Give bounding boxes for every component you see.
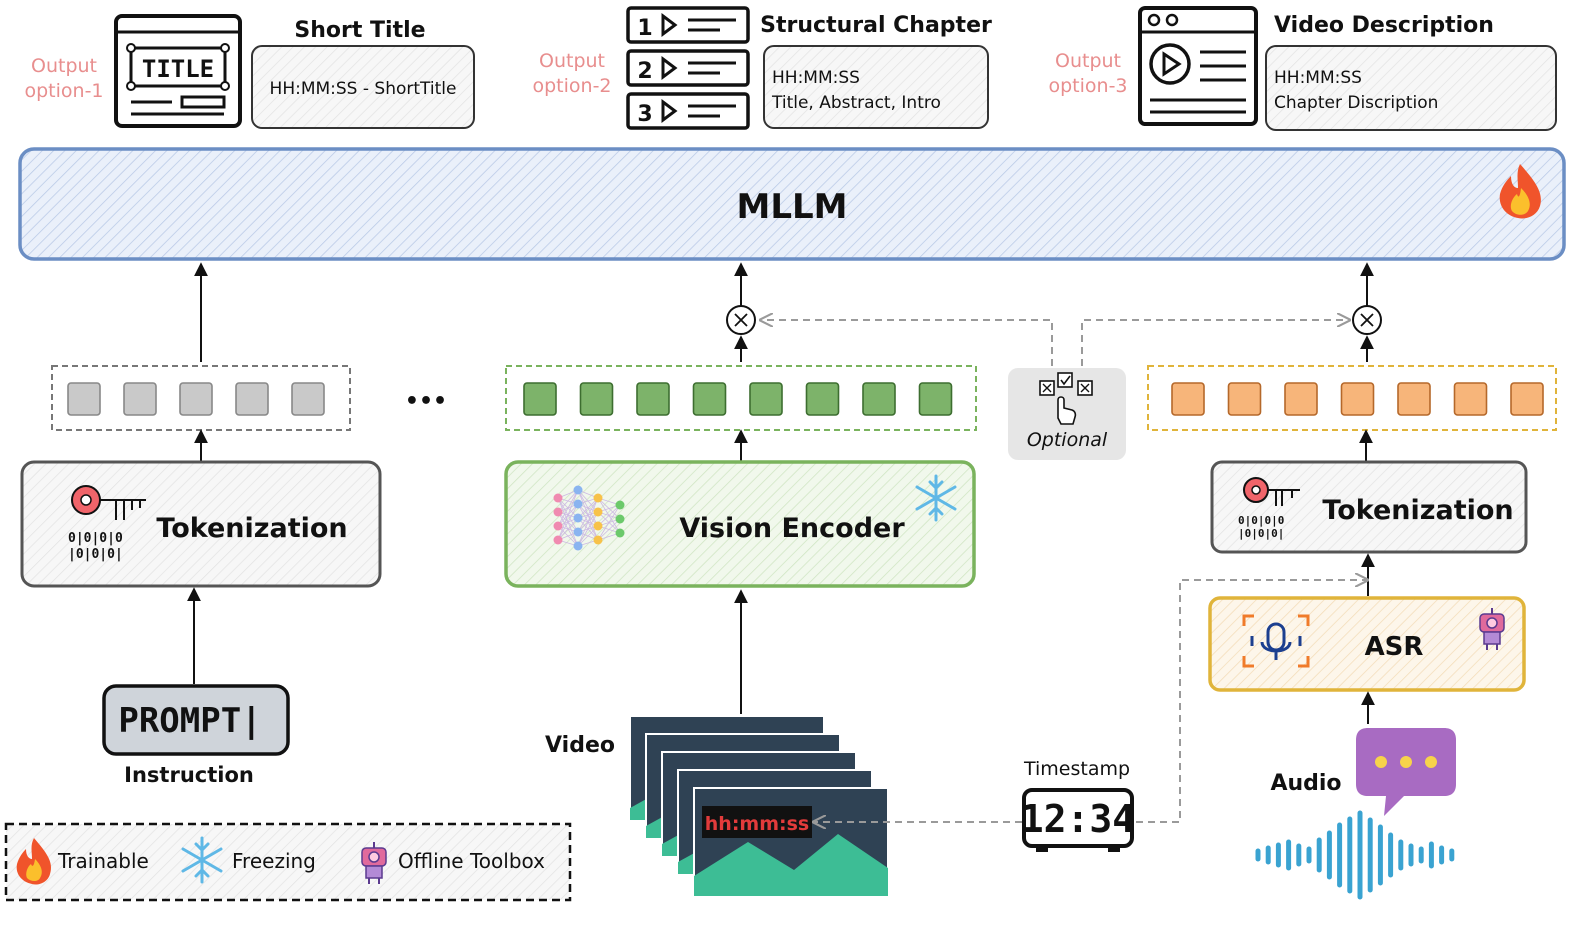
- legend-robot-icon: [361, 842, 387, 884]
- chapter-number-1: 1: [637, 16, 652, 41]
- vision-encoder-label: Vision Encoder: [679, 513, 905, 544]
- vision-token: [918, 382, 953, 416]
- optional-dashed-to-audio: [1081, 320, 1348, 366]
- instruction-label: Instruction: [124, 763, 254, 787]
- svg-text:0|0|0|0: 0|0|0|0: [68, 531, 123, 546]
- output-option-3: Output option-3 Video Description HH:MM:…: [1048, 6, 1557, 131]
- digital-clock-icon: 12:34: [1021, 788, 1135, 852]
- output-option-2-label-line2: option-2: [532, 75, 611, 97]
- optional-box: Optional: [1008, 368, 1126, 460]
- svg-text:|0|0|0|: |0|0|0|: [1238, 527, 1284, 540]
- legend-snowflake-icon: [181, 836, 223, 884]
- asr-block: ASR: [1208, 596, 1526, 692]
- audio-waveform-icon: [1255, 810, 1455, 900]
- chapter-number-2: 2: [637, 59, 652, 84]
- key-binary-icon-right: 0|0|0|0 |0|0|0|: [1238, 477, 1300, 540]
- prompt-token: [179, 382, 213, 416]
- audio-token-row: [1147, 365, 1557, 431]
- vision-token: [692, 382, 727, 416]
- vision-token: [749, 382, 783, 416]
- fire-icon: [1499, 164, 1541, 219]
- prompt-token: [235, 382, 269, 416]
- optional-dashed-to-vision: [762, 320, 1053, 366]
- audio-token: [1397, 382, 1431, 416]
- output-option-2-title: Structural Chapter: [760, 13, 992, 38]
- audio-token: [1171, 382, 1205, 416]
- tokenization-label-left: Tokenization: [156, 513, 347, 544]
- prompt-text: PROMPT|: [118, 701, 261, 741]
- output-option-2-line1: HH:MM:SS: [772, 68, 860, 88]
- multiply-node-vision: [726, 305, 756, 335]
- vision-token-row: [505, 365, 977, 431]
- audio-token: [1510, 382, 1544, 416]
- ellipsis: •••: [405, 389, 447, 414]
- output-option-1-title: Short Title: [294, 18, 425, 43]
- microphone-icon: [1242, 614, 1310, 668]
- vision-token: [523, 382, 557, 416]
- audio-token: [1340, 382, 1375, 416]
- legend-toolbox-label: Offline Toolbox: [398, 849, 545, 873]
- asr-label: ASR: [1365, 632, 1424, 662]
- prompt-token: [67, 382, 101, 416]
- output-option-3-label-line1: Output: [1055, 50, 1121, 72]
- timestamp-label: Timestamp: [1023, 758, 1130, 780]
- video-label: Video: [545, 733, 615, 758]
- tokenization-label-right: Tokenization: [1322, 495, 1513, 526]
- output-option-3-line1: HH:MM:SS: [1274, 68, 1362, 88]
- legend-fire-icon: [16, 838, 52, 885]
- output-option-1-label-line1: Output: [31, 55, 97, 77]
- vision-token: [579, 382, 614, 416]
- dashed-clock-to-tokenization: [1136, 580, 1366, 823]
- frame-timestamp-overlay: hh:mm:ss: [702, 806, 812, 838]
- prompt-token-row: [51, 365, 351, 431]
- prompt-instruction-box: PROMPT|: [102, 684, 290, 756]
- title-document-icon: TITLE: [114, 14, 242, 128]
- speech-bubble-icon: [1356, 728, 1456, 816]
- svg-text:0|0|0|0: 0|0|0|0: [1238, 514, 1284, 527]
- snowflake-icon: [915, 474, 957, 522]
- prompt-token: [291, 382, 325, 416]
- vision-token: [862, 382, 896, 416]
- clock-text: 12:34: [1021, 797, 1135, 841]
- audio-label: Audio: [1270, 771, 1341, 796]
- title-icon-text: TITLE: [142, 55, 214, 83]
- output-option-2: Output option-2 1 2 3 Structural Chapter…: [532, 6, 992, 130]
- audio-token: [1227, 382, 1262, 416]
- mllm-block: MLLM: [18, 147, 1566, 261]
- output-option-3-title: Video Description: [1274, 13, 1494, 38]
- tokenization-block-right: 0|0|0|0 |0|0|0| Tokenization: [1210, 460, 1528, 554]
- chapter-number-3: 3: [637, 102, 652, 127]
- mllm-label: MLLM: [737, 187, 848, 227]
- chapter-list-icon: 1 2 3: [626, 6, 750, 130]
- prompt-token: [123, 382, 157, 416]
- output-option-3-line2: Chapter Discription: [1274, 93, 1438, 113]
- legend-trainable-label: Trainable: [57, 849, 149, 873]
- output-option-1: Output option-1 TITLE Short Title HH:MM:…: [24, 14, 475, 129]
- audio-token: [1453, 382, 1488, 416]
- video-description-icon: [1138, 6, 1258, 126]
- optional-label: Optional: [1027, 429, 1108, 451]
- vision-token: [805, 382, 840, 416]
- neural-network-icon: [553, 485, 625, 551]
- vision-encoder-block: Vision Encoder: [504, 460, 976, 588]
- output-option-2-label-line1: Output: [539, 50, 605, 72]
- output-option-3-label-line2: option-3: [1048, 75, 1127, 97]
- audio-token: [1284, 382, 1318, 416]
- frame-timestamp-text: hh:mm:ss: [705, 813, 809, 835]
- legend: Trainable Freezing Offline Toolbox: [4, 822, 572, 902]
- robot-toolbox-icon: [1479, 608, 1505, 650]
- tokenization-block-left: 0|0|0|0 |0|0|0| Tokenization: [20, 460, 382, 588]
- multiply-node-audio: [1352, 305, 1382, 335]
- svg-text:|0|0|0|: |0|0|0|: [68, 547, 123, 562]
- vision-token: [636, 382, 670, 416]
- output-option-1-line1: HH:MM:SS - ShortTitle: [270, 79, 457, 99]
- video-frames-stack: [629, 715, 889, 896]
- optional-select-icon: [1039, 372, 1093, 425]
- output-option-2-line2: Title, Abstract, Intro: [771, 93, 941, 113]
- output-option-1-label-line2: option-1: [24, 80, 103, 102]
- key-binary-icon: 0|0|0|0 |0|0|0|: [68, 485, 146, 562]
- legend-freezing-label: Freezing: [232, 849, 316, 873]
